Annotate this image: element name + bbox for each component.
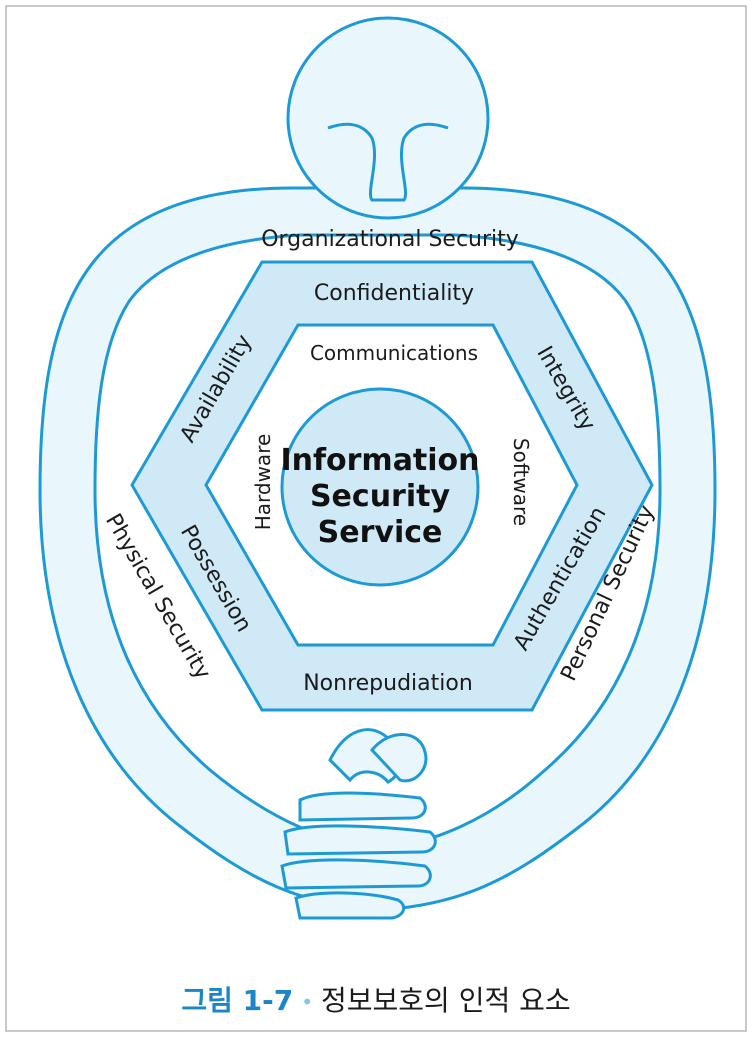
page-border [5, 5, 747, 1032]
label-organizational-security: Organizational Security [261, 227, 519, 252]
center-circle [280, 387, 480, 587]
figure-hands [280, 728, 437, 920]
label-communications: Communications [310, 341, 478, 365]
figure-head [286, 16, 490, 220]
label-confidentiality: Confidentiality [314, 281, 474, 306]
center-line-1: Information [280, 443, 479, 478]
center-line-3: Service [318, 515, 443, 550]
label-nonrepudiation: Nonrepudiation [303, 671, 473, 696]
center-line-2: Security [310, 479, 451, 514]
figure-caption: 그림 1-7 • 정보보호의 인적 요소 [0, 983, 752, 1020]
figure-title: 정보보호의 인적 요소 [321, 984, 571, 1017]
figure-number: 그림 1-7 [181, 984, 294, 1017]
label-hardware: Hardware [251, 434, 275, 531]
label-software: Software [509, 438, 533, 526]
caption-separator: • [301, 990, 313, 1014]
figure-face [327, 122, 449, 202]
